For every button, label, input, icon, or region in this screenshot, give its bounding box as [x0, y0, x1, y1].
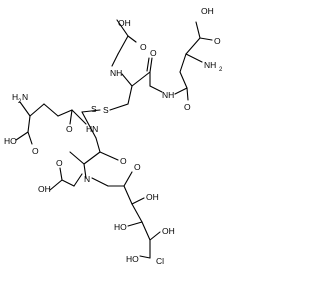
bond — [185, 53, 203, 63]
bond — [59, 167, 63, 181]
label-o: O — [140, 42, 147, 52]
bond — [95, 137, 101, 153]
bond — [123, 185, 133, 205]
bond — [141, 221, 151, 241]
bond — [81, 109, 101, 113]
bond — [109, 103, 129, 111]
bond — [15, 131, 29, 141]
label-hn: HN — [86, 124, 98, 134]
label-n: N — [22, 92, 28, 102]
bond — [127, 85, 133, 105]
label-nh: NH — [162, 90, 174, 100]
bond — [111, 53, 119, 67]
bond — [185, 37, 201, 55]
bond — [61, 179, 75, 187]
label-subscript-2: 2 — [18, 99, 22, 105]
label-ho: HO — [4, 136, 17, 146]
bond — [83, 151, 101, 165]
bond — [57, 109, 73, 117]
bond — [49, 179, 63, 191]
bond — [199, 37, 213, 41]
bond — [43, 103, 59, 117]
bond — [149, 57, 153, 73]
bond — [83, 163, 87, 179]
structure-svg: OH O NH O OH O NH 2 NH O S S H 2 N O HO … — [4, 6, 223, 266]
label-oh: OH — [162, 226, 175, 236]
label-ho: HO — [126, 254, 139, 264]
bond — [71, 109, 87, 125]
bond — [146, 57, 150, 72]
label-o: O — [56, 158, 63, 168]
bond — [149, 85, 163, 93]
label-n: N — [84, 174, 90, 184]
label-o: O — [134, 162, 141, 172]
bond — [179, 53, 187, 73]
bond — [69, 151, 85, 165]
label-nh: NH — [110, 68, 122, 78]
bond — [29, 103, 45, 117]
bond — [179, 71, 188, 89]
bond — [99, 151, 119, 161]
label-o: O — [66, 124, 73, 134]
bond — [131, 71, 151, 87]
bond — [127, 221, 143, 227]
molecule-structure: OH O NH O OH O NH 2 NH O S S H 2 N O HO … — [4, 6, 223, 266]
bond — [174, 87, 188, 95]
label-o: O — [150, 48, 157, 58]
label-oh: OH — [38, 184, 51, 194]
bond — [123, 171, 133, 187]
bond — [81, 111, 97, 139]
bond — [91, 177, 109, 187]
label-subscript-2: 2 — [219, 67, 223, 73]
bond — [27, 115, 31, 133]
bond — [121, 73, 133, 87]
label-oh: OH — [146, 192, 159, 202]
label-o: O — [32, 146, 39, 156]
label-o: O — [120, 156, 127, 166]
bond — [69, 109, 73, 125]
bond-lines — [15, 19, 213, 259]
bond — [131, 203, 143, 223]
label-oh: OH — [201, 6, 214, 16]
label-nh2: NH — [204, 60, 216, 70]
bond — [19, 101, 31, 117]
label-s: S — [91, 104, 97, 114]
label-h: H — [12, 92, 18, 102]
bond — [149, 231, 161, 241]
bond — [27, 131, 33, 145]
atom-labels: OH O NH O OH O NH 2 NH O S S H 2 N O HO … — [4, 6, 223, 266]
bond — [73, 173, 83, 187]
label-ho: HO — [114, 222, 127, 232]
bond — [139, 255, 151, 259]
label-oh: OH — [118, 18, 131, 28]
label-o: O — [214, 36, 221, 46]
bond — [195, 21, 201, 39]
bond — [116, 19, 129, 37]
bond — [131, 197, 145, 205]
bond — [127, 35, 137, 43]
bond — [117, 35, 129, 55]
bond — [186, 87, 189, 101]
label-cl: Cl — [156, 256, 164, 266]
label-o: O — [184, 102, 191, 112]
label-s: S — [103, 105, 109, 115]
